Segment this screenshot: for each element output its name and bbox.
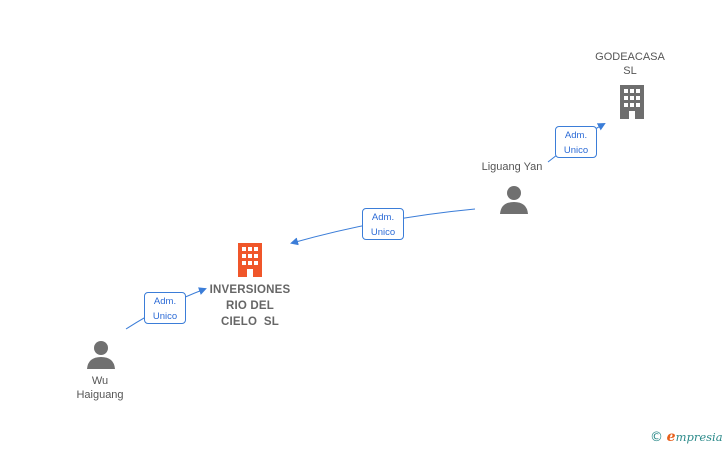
edge-label-liguang-godeacasa[interactable]: Adm. Unico: [555, 126, 597, 158]
person-name-liguang-yan[interactable]: Liguang Yan: [481, 161, 543, 173]
edge-label-line: Adm.: [153, 296, 177, 307]
company-name-line: GODEACASA: [595, 51, 665, 63]
edge-label-line: Unico: [370, 227, 396, 238]
company-name-line: SL: [623, 65, 637, 77]
edge-label-line: Unico: [563, 145, 589, 156]
person-name-wu-haiguang[interactable]: Wu Haiguang: [50, 374, 150, 402]
edge-label-wu-inversiones[interactable]: Adm. Unico: [144, 292, 186, 324]
building-icon[interactable]: [615, 84, 649, 120]
edge-label-line: Unico: [152, 311, 178, 322]
building-icon[interactable]: [233, 242, 267, 278]
person-name-line: Haiguang: [76, 389, 124, 401]
person-name-line: Wu: [91, 375, 109, 387]
company-name-line: INVERSIONES: [209, 284, 291, 296]
edge-label-line: Adm.: [371, 212, 395, 223]
brand-name: mpresia: [675, 430, 723, 444]
company-name-line: CIELO SL: [220, 316, 280, 328]
company-name-line: RIO DEL: [225, 300, 275, 312]
brand-initial: e: [666, 429, 676, 445]
person-icon[interactable]: [498, 185, 530, 215]
copyright-icon: ©: [650, 430, 663, 445]
company-name-inversiones[interactable]: INVERSIONES RIO DEL CIELO SL: [198, 282, 302, 330]
edge-label-line: Adm.: [564, 130, 588, 141]
company-name-godeacasa[interactable]: GODEACASA SL: [580, 50, 680, 78]
edge-label-liguang-inversiones[interactable]: Adm. Unico: [362, 208, 404, 240]
person-icon[interactable]: [85, 340, 117, 370]
empresia-logo: © empresia: [650, 429, 723, 447]
